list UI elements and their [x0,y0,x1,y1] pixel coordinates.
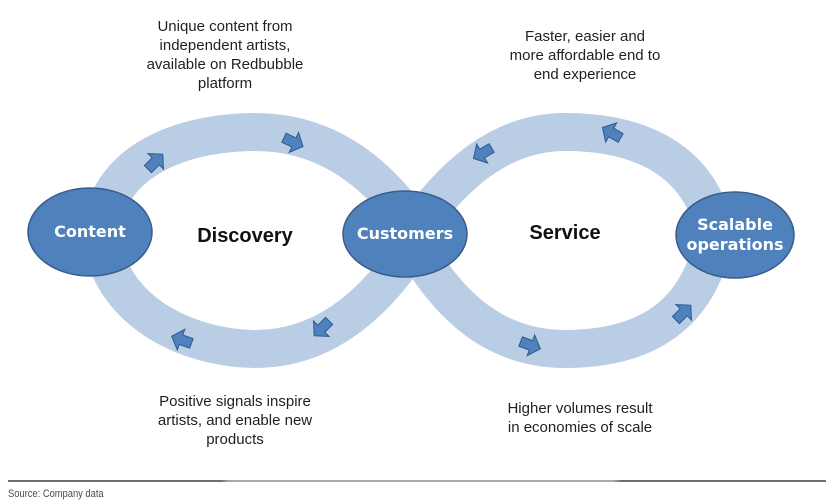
arrow-discovery-bottom-2-icon [171,328,194,352]
caption-positive-signals: Positive signals inspire artists, and en… [157,393,313,448]
customers-node [342,190,468,278]
arrow-service-bottom-2-icon [671,303,693,325]
arrow-service-top-2-icon [472,142,495,164]
service-label: Service [529,222,601,244]
arrow-service-bottom-1-icon [518,333,541,357]
arrow-discovery-bottom-1-icon [312,316,334,338]
service-loop-band [383,112,734,369]
caption-unique-content: Unique content from independent artists,… [146,18,304,92]
footer-divider [8,480,826,482]
content-node [27,187,153,277]
caption-faster-easier: Faster, easier and more affordable end t… [509,28,661,83]
arrow-service-top-1-icon [601,122,624,144]
arrow-discovery-top-2-icon [281,131,304,154]
arrow-discovery-top-1-icon [143,152,165,174]
caption-higher-volumes: Higher volumes result in economies of sc… [507,400,653,436]
discovery-loop-band [81,112,426,369]
customers-node-label: Customers [356,224,454,243]
scalable-operations-node-label: Scalable operations [686,215,784,254]
source-note: Source: Company data [8,488,104,500]
discovery-label: Discovery [197,225,293,247]
scalable-operations-node [675,191,795,279]
content-node-label: Content [54,222,126,241]
